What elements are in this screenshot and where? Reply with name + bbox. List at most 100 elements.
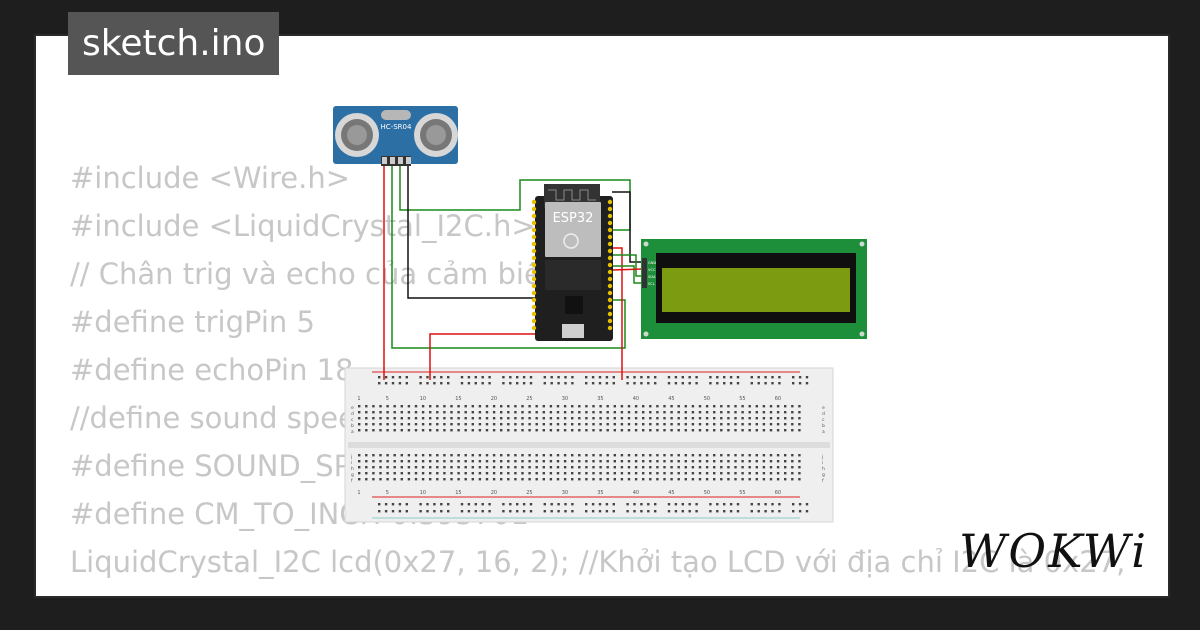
breadboard-column-number: 20: [491, 490, 497, 496]
code-line: #include <Wire.h>: [70, 161, 351, 195]
esp32-pin: [531, 234, 537, 240]
breadboard-row-letter: h: [351, 466, 354, 472]
breadboard-column-number: 25: [526, 396, 532, 402]
esp32-pin: [607, 318, 613, 324]
breadboard-column-number: 40: [633, 490, 639, 496]
breadboard-column-number: 60: [775, 396, 781, 402]
lcd-pin-label: SCL: [648, 282, 655, 286]
lcd-display: GND VCC SDA SCL: [641, 239, 867, 339]
breadboard-column-number: 45: [668, 490, 674, 496]
breadboard-column-number: 45: [668, 396, 674, 402]
esp32-pin: [607, 220, 613, 226]
esp32-pin: [531, 304, 537, 310]
esp32-pin: [531, 290, 537, 296]
esp32-pin: [607, 213, 613, 219]
lcd-pin-label: SDA: [648, 275, 656, 279]
breadboard-column-number: 10: [420, 490, 426, 496]
breadboard-row-letter: i: [351, 460, 352, 466]
breadboard-row-letter: c: [351, 418, 354, 423]
esp32-pin: [607, 311, 613, 317]
esp32-board: ESP32: [531, 184, 613, 341]
breadboard-column-number: 35: [597, 490, 603, 496]
breadboard-row-letter: e: [351, 406, 354, 411]
breadboard-column-number: 1: [357, 396, 360, 402]
esp32-pin: [607, 255, 613, 261]
wire-gnd: [407, 160, 537, 299]
esp32-pin: [607, 227, 613, 233]
esp32-pin: [607, 297, 613, 303]
esp32-pin: [531, 227, 537, 233]
breadboard-row-letter: j: [821, 454, 823, 460]
esp32-pin: [607, 248, 613, 254]
breadboard-column-number: 25: [526, 490, 532, 496]
lcd-pin-label: VCC: [648, 268, 656, 272]
esp32-pin: [607, 206, 613, 212]
esp32-pin: [531, 206, 537, 212]
wire-lcd-scl: [612, 265, 642, 284]
code-line: #include <LiquidCrystal_I2C.h>: [70, 209, 536, 243]
code-line: LiquidCrystal_I2C lcd(0x27, 16, 2); //Kh…: [70, 545, 1126, 579]
breadboard-column-number: 20: [491, 396, 497, 402]
wokwi-logo: WOKWi: [959, 524, 1148, 578]
breadboard-row-letter: g: [351, 473, 354, 478]
breadboard-column-number: 5: [386, 490, 389, 496]
esp32-pin: [531, 276, 537, 282]
breadboard-column-number: 50: [704, 396, 710, 402]
esp32-pin: [607, 262, 613, 268]
breadboard-row-letter: b: [351, 423, 354, 429]
esp32-pin: [607, 283, 613, 289]
esp32-pin: [531, 255, 537, 261]
breadboard-column-number: 40: [633, 396, 639, 402]
sensor-label: HC-SR04: [381, 123, 412, 131]
breadboard-column-number: 55: [739, 490, 745, 496]
code-line: #define echoPin 18: [70, 353, 354, 387]
esp32-pin: [531, 318, 537, 324]
esp32-pin: [531, 283, 537, 289]
breadboard-row-letter: b: [822, 423, 825, 429]
esp32-pin: [531, 262, 537, 268]
breadboard-column-number: 5: [386, 396, 389, 402]
breadboard-row-letter: f: [822, 478, 824, 484]
breadboard-row-letter: j: [350, 454, 352, 460]
esp32-pins: [531, 199, 613, 331]
breadboard-row-letter: g: [822, 473, 825, 478]
breadboard-column-number: 60: [775, 490, 781, 496]
esp32-pin: [607, 304, 613, 310]
esp32-pin: [531, 241, 537, 247]
wire-lcd-vcc: [612, 247, 623, 380]
breadboard-row-letter: d: [822, 411, 825, 417]
esp32-pin: [607, 325, 613, 331]
wire-5v: [429, 333, 535, 380]
esp32-pin: [531, 297, 537, 303]
breadboard-row-letter: d: [351, 411, 354, 417]
breadboard-row-letter: f: [351, 478, 353, 484]
lcd-pin-label: GND: [648, 261, 656, 265]
breadboard-column-number: 1: [357, 490, 360, 496]
code-line: #define trigPin 5: [70, 305, 315, 339]
esp32-pin: [607, 276, 613, 282]
breadboard-column-number: 50: [704, 490, 710, 496]
esp32-pin: [531, 220, 537, 226]
esp32-pin: [531, 311, 537, 317]
esp32-pin: [531, 269, 537, 275]
breadboard-row-letter: c: [822, 418, 825, 423]
esp32-pin: [531, 325, 537, 331]
wire-lcd-gnd: [612, 191, 642, 263]
mcu-label: ESP32: [553, 211, 594, 226]
esp32-pin: [607, 290, 613, 296]
breadboard-column-number: 15: [455, 396, 461, 402]
wire-trig: [391, 160, 626, 349]
wire-lcd-vcc-link: [611, 268, 643, 271]
breadboard-row-letter: i: [822, 460, 823, 466]
esp32-pin: [531, 213, 537, 219]
breadboard-column-number: 30: [562, 396, 568, 402]
breadboard-column-number: 15: [455, 490, 461, 496]
code-line: // Chân trig và echo của cảm biến: [70, 257, 561, 291]
breadboard-row-letter: e: [822, 406, 825, 411]
esp32-pin: [607, 234, 613, 240]
ultrasonic-sensor: HC-SR04: [333, 106, 458, 166]
